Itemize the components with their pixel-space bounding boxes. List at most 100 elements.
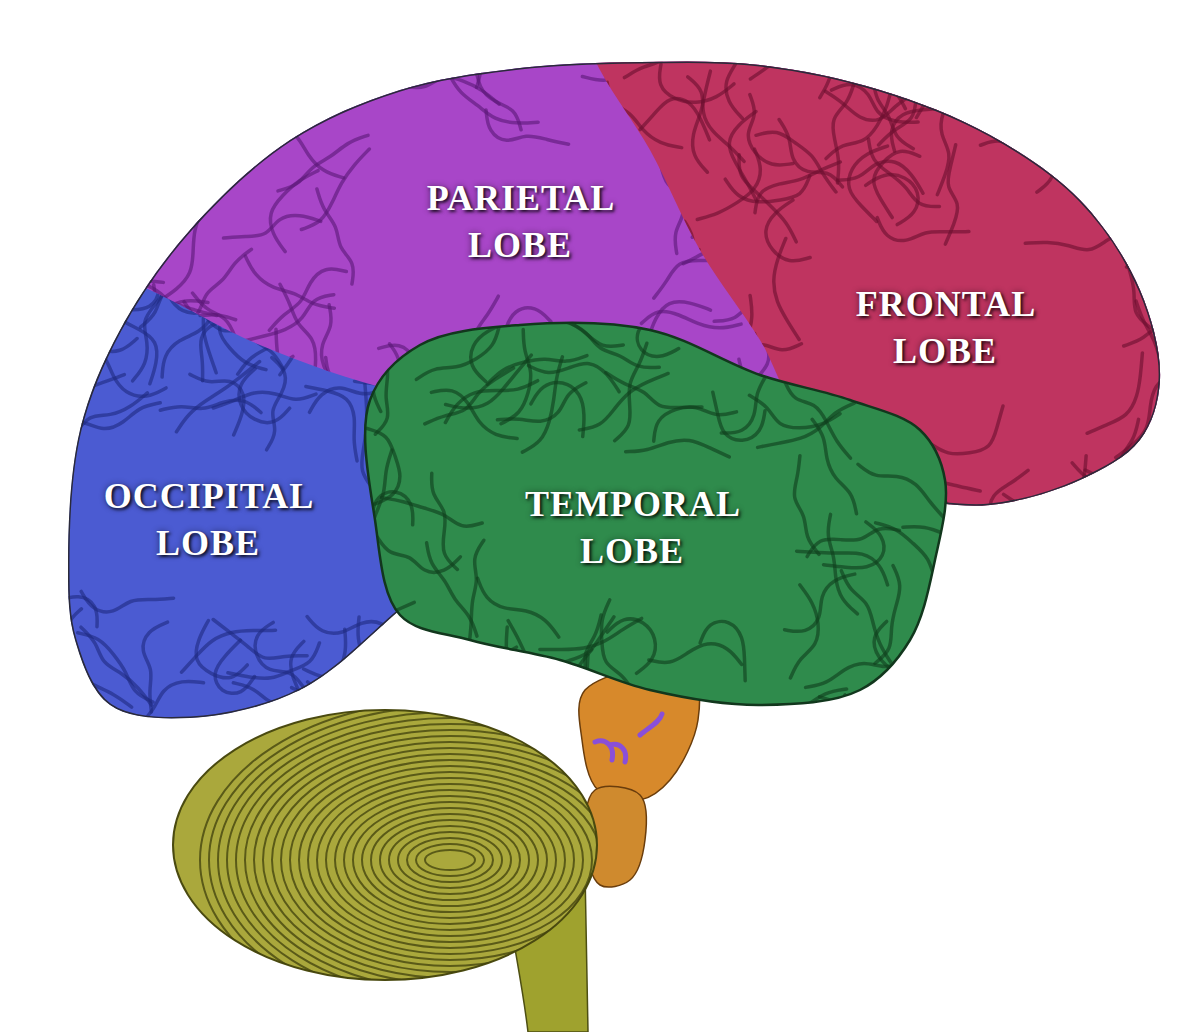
- sulcus-line: [501, 329, 531, 423]
- sulcus-line: [382, 498, 483, 527]
- sulcus-line: [1167, 294, 1200, 366]
- sulcus-line: [269, 269, 346, 330]
- sulcus-line: [239, 369, 290, 423]
- sulcus-line: [758, 403, 855, 447]
- sulcus-line: [700, 621, 745, 680]
- folium-line: [380, 820, 520, 900]
- sulcus-line: [328, 646, 428, 673]
- sulcus-line: [773, 0, 816, 68]
- sulcus-line: [497, 647, 556, 693]
- sulcus-line: [803, 35, 903, 65]
- sulcus-line: [1033, 101, 1054, 192]
- sulcus-line: [553, 698, 577, 803]
- sulcus-line: [1062, 0, 1120, 58]
- sulcus-line: [90, 257, 132, 347]
- sulcus-line: [110, 330, 156, 418]
- sulcus-line: [425, 368, 514, 424]
- folium-line: [353, 802, 547, 918]
- sulcus-line: [184, 302, 258, 380]
- lobe-label: TEMPORAL LOBE: [525, 481, 739, 575]
- sulcus-line: [81, 591, 173, 611]
- sulcus-line: [164, 306, 225, 383]
- sulcus-line: [1113, 230, 1150, 327]
- sulcus-line: [1123, 202, 1160, 267]
- sulcus-line: [397, 0, 421, 80]
- sulcus-line: [971, 81, 1068, 108]
- sulcus-line: [104, 304, 156, 384]
- sulcus-line: [626, 440, 730, 457]
- sulcus-line: [980, 141, 1081, 155]
- sulcus-line: [624, 10, 696, 77]
- sulcus-line: [129, 232, 159, 310]
- sulcus-line: [508, 621, 548, 721]
- sulcus-line: [568, 322, 659, 368]
- sulcus-line: [1140, 489, 1181, 570]
- sulcus-line: [61, 393, 148, 448]
- sulcus-line: [1054, 106, 1137, 166]
- folium-line: [389, 826, 511, 894]
- sulcus-line: [458, 54, 521, 130]
- folium-line: [362, 808, 538, 912]
- sulcus-line: [123, 301, 208, 348]
- folium-line: [245, 730, 655, 990]
- lobe-label: OCCIPITAL LOBE: [104, 473, 312, 567]
- sulcus-line: [276, 400, 369, 418]
- sulcus-line: [292, 629, 346, 695]
- sulcus-line: [586, 685, 656, 742]
- sulcus-line: [35, 669, 131, 707]
- folium-line: [308, 772, 592, 948]
- sulcus-line: [916, 29, 979, 117]
- sulcus-line: [688, 77, 744, 162]
- cerebellum-folia: [200, 700, 700, 1020]
- sulcus-line: [825, 91, 913, 120]
- sulcus-line: [170, 338, 269, 369]
- sulcus-line: [877, 218, 969, 241]
- sulcus-line: [931, 653, 1025, 698]
- sulcus-line: [649, 644, 742, 665]
- sulcus-line: [531, 383, 584, 437]
- sulcus-line: [992, 75, 1079, 131]
- cranial-nerve: [595, 714, 662, 762]
- sulcus-line: [140, 282, 235, 319]
- sulcus-line: [487, 356, 587, 385]
- folium-line: [263, 742, 637, 978]
- sulcus-line: [921, 683, 990, 756]
- sulcus-line: [553, 35, 652, 55]
- folium-line: [317, 778, 583, 942]
- lobe-label: PARIETAL LOBE: [427, 175, 614, 269]
- sulcus-line: [176, 362, 259, 432]
- sulcus-line: [849, 146, 888, 221]
- sulcus-line: [794, 456, 819, 555]
- sulcus-line: [1099, 85, 1126, 177]
- sulcus-line: [457, 646, 520, 707]
- sulcus-line: [308, 682, 408, 715]
- sulcus-line: [133, 65, 225, 97]
- sulcus-line: [344, 602, 415, 677]
- folium-line: [371, 814, 529, 906]
- sulcus-line: [1116, 372, 1172, 457]
- sulcus-line: [528, 364, 619, 392]
- sulcus-line: [682, 250, 726, 317]
- sulcus-line: [929, 406, 1003, 454]
- sulcus-line: [1036, 0, 1081, 71]
- sulcus-line: [879, 59, 916, 145]
- cerebellum: [173, 700, 700, 1020]
- sulcus-line: [858, 464, 944, 517]
- sulcus-line: [120, 325, 215, 369]
- sulcus-line: [76, 303, 117, 389]
- folium-line: [290, 760, 610, 960]
- sulcus-line: [280, 284, 316, 381]
- sulcus-line: [570, 704, 658, 753]
- sulcus-line: [1142, 96, 1166, 191]
- folium-line: [344, 796, 556, 924]
- sulcus-line: [206, 356, 293, 418]
- sulcus-line: [900, 634, 969, 706]
- sulcus-line: [140, 681, 203, 746]
- sulcus-line: [640, 99, 709, 140]
- sulcus-line: [93, 285, 155, 351]
- sulcus-line: [78, 633, 153, 702]
- sulcus-line: [163, 0, 222, 72]
- sulcus-line: [657, 295, 731, 349]
- sulcus-line: [776, 689, 847, 753]
- sulcus-line: [721, 356, 777, 433]
